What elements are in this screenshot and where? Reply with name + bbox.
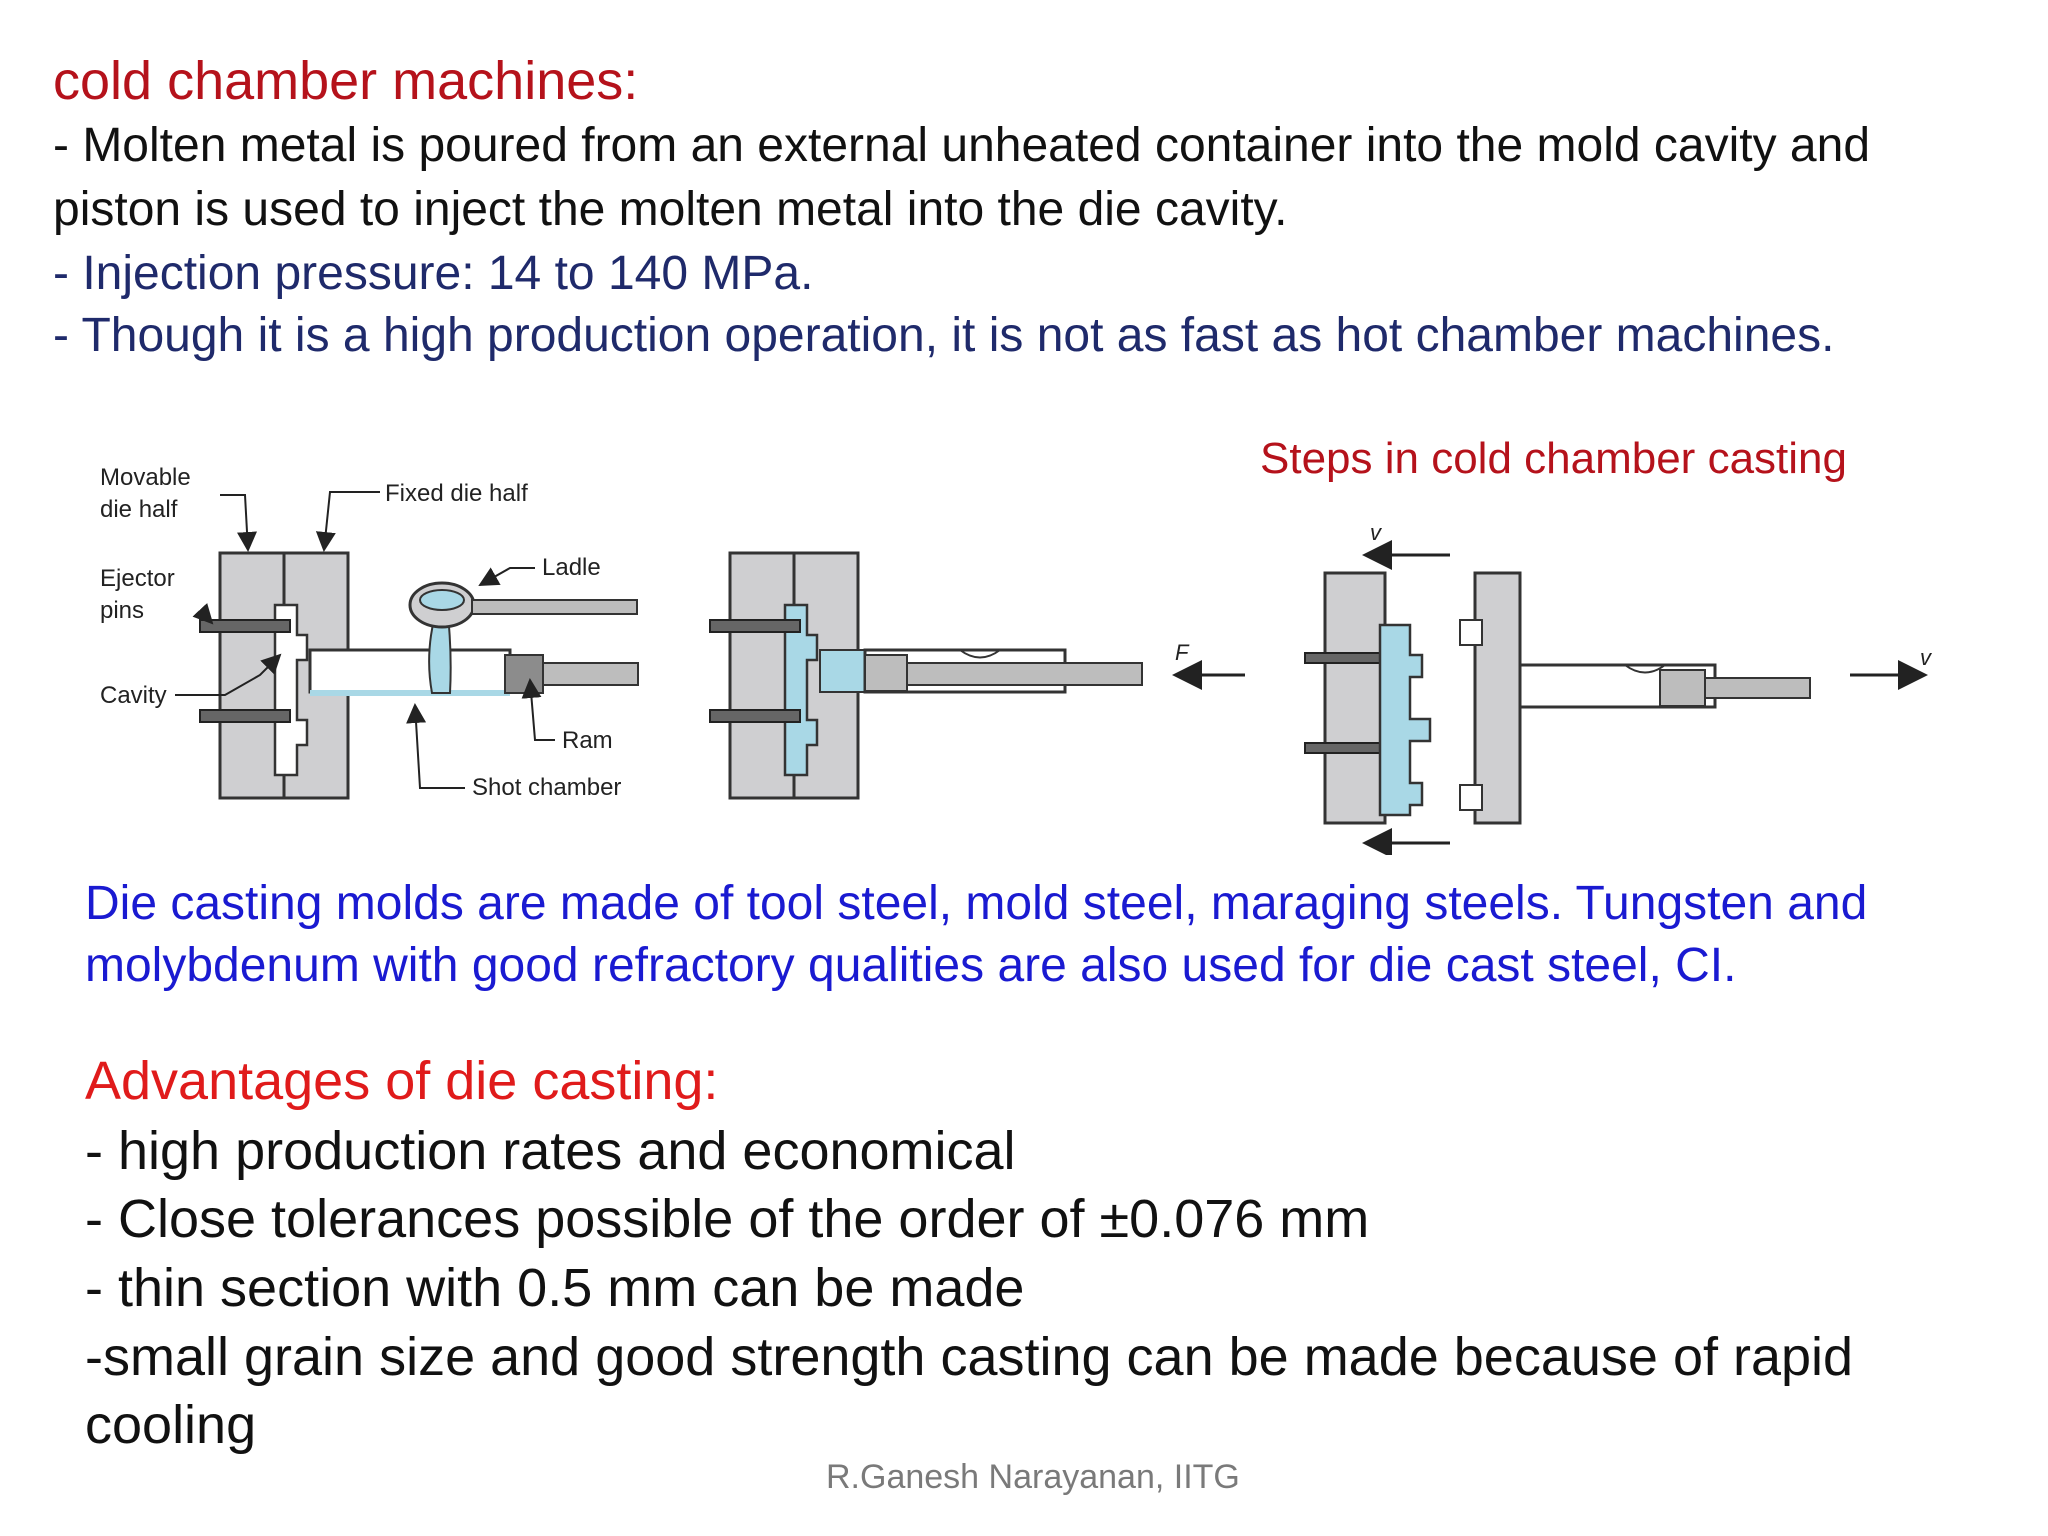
label-shot-chamber: Shot chamber xyxy=(472,774,621,801)
label-movable-die-half: Movable xyxy=(100,464,191,491)
label-ejector-pins: pins xyxy=(100,597,144,624)
label-ejector-pins: Ejector xyxy=(100,565,175,592)
cold-chamber-diagram: Movable die half Fixed die half Ejector … xyxy=(100,464,1933,855)
label-fixed-die-half: Fixed die half xyxy=(385,480,528,507)
movable-die-half xyxy=(218,551,286,800)
figure-caption: Steps in cold chamber casting xyxy=(1260,434,1847,483)
advantage-item: -small grain size and good strength cast… xyxy=(85,1327,1854,1387)
step3-diagram: v v xyxy=(1304,520,1933,855)
advantage-item: - high production rates and economical xyxy=(85,1121,1016,1181)
ram xyxy=(504,654,544,694)
materials-text: Die casting molds are made of tool steel… xyxy=(85,877,1868,930)
label-velocity: v xyxy=(1920,645,1933,670)
materials-text: molybdenum with good refractory qualitie… xyxy=(85,939,1737,992)
bullet-text: piston is used to inject the molten meta… xyxy=(53,183,1288,236)
label-cavity: Cavity xyxy=(100,682,167,709)
footer-credit: R.Ganesh Narayanan, IITG xyxy=(826,1458,1240,1496)
step2-diagram: F xyxy=(709,551,1245,800)
label-force: F xyxy=(1175,640,1190,665)
bullet-text: - Molten metal is poured from an externa… xyxy=(53,119,1871,172)
label-velocity: v xyxy=(1370,520,1383,545)
advantage-item: - thin section with 0.5 mm can be made xyxy=(85,1258,1025,1318)
bullet-text: - Injection pressure: 14 to 140 MPa. xyxy=(53,247,814,300)
advantages-heading: Advantages of die casting: xyxy=(85,1051,719,1111)
label-movable-die-half: die half xyxy=(100,496,178,523)
label-ram: Ram xyxy=(562,727,613,754)
section-heading: cold chamber machines: xyxy=(53,51,639,111)
advantage-item: - Close tolerances possible of the order… xyxy=(85,1189,1370,1249)
bullet-text: - Though it is a high production operati… xyxy=(53,309,1835,362)
advantage-item: cooling xyxy=(85,1395,257,1455)
label-ladle: Ladle xyxy=(542,554,601,581)
step1-diagram: Movable die half Fixed die half Ejector … xyxy=(100,464,639,801)
